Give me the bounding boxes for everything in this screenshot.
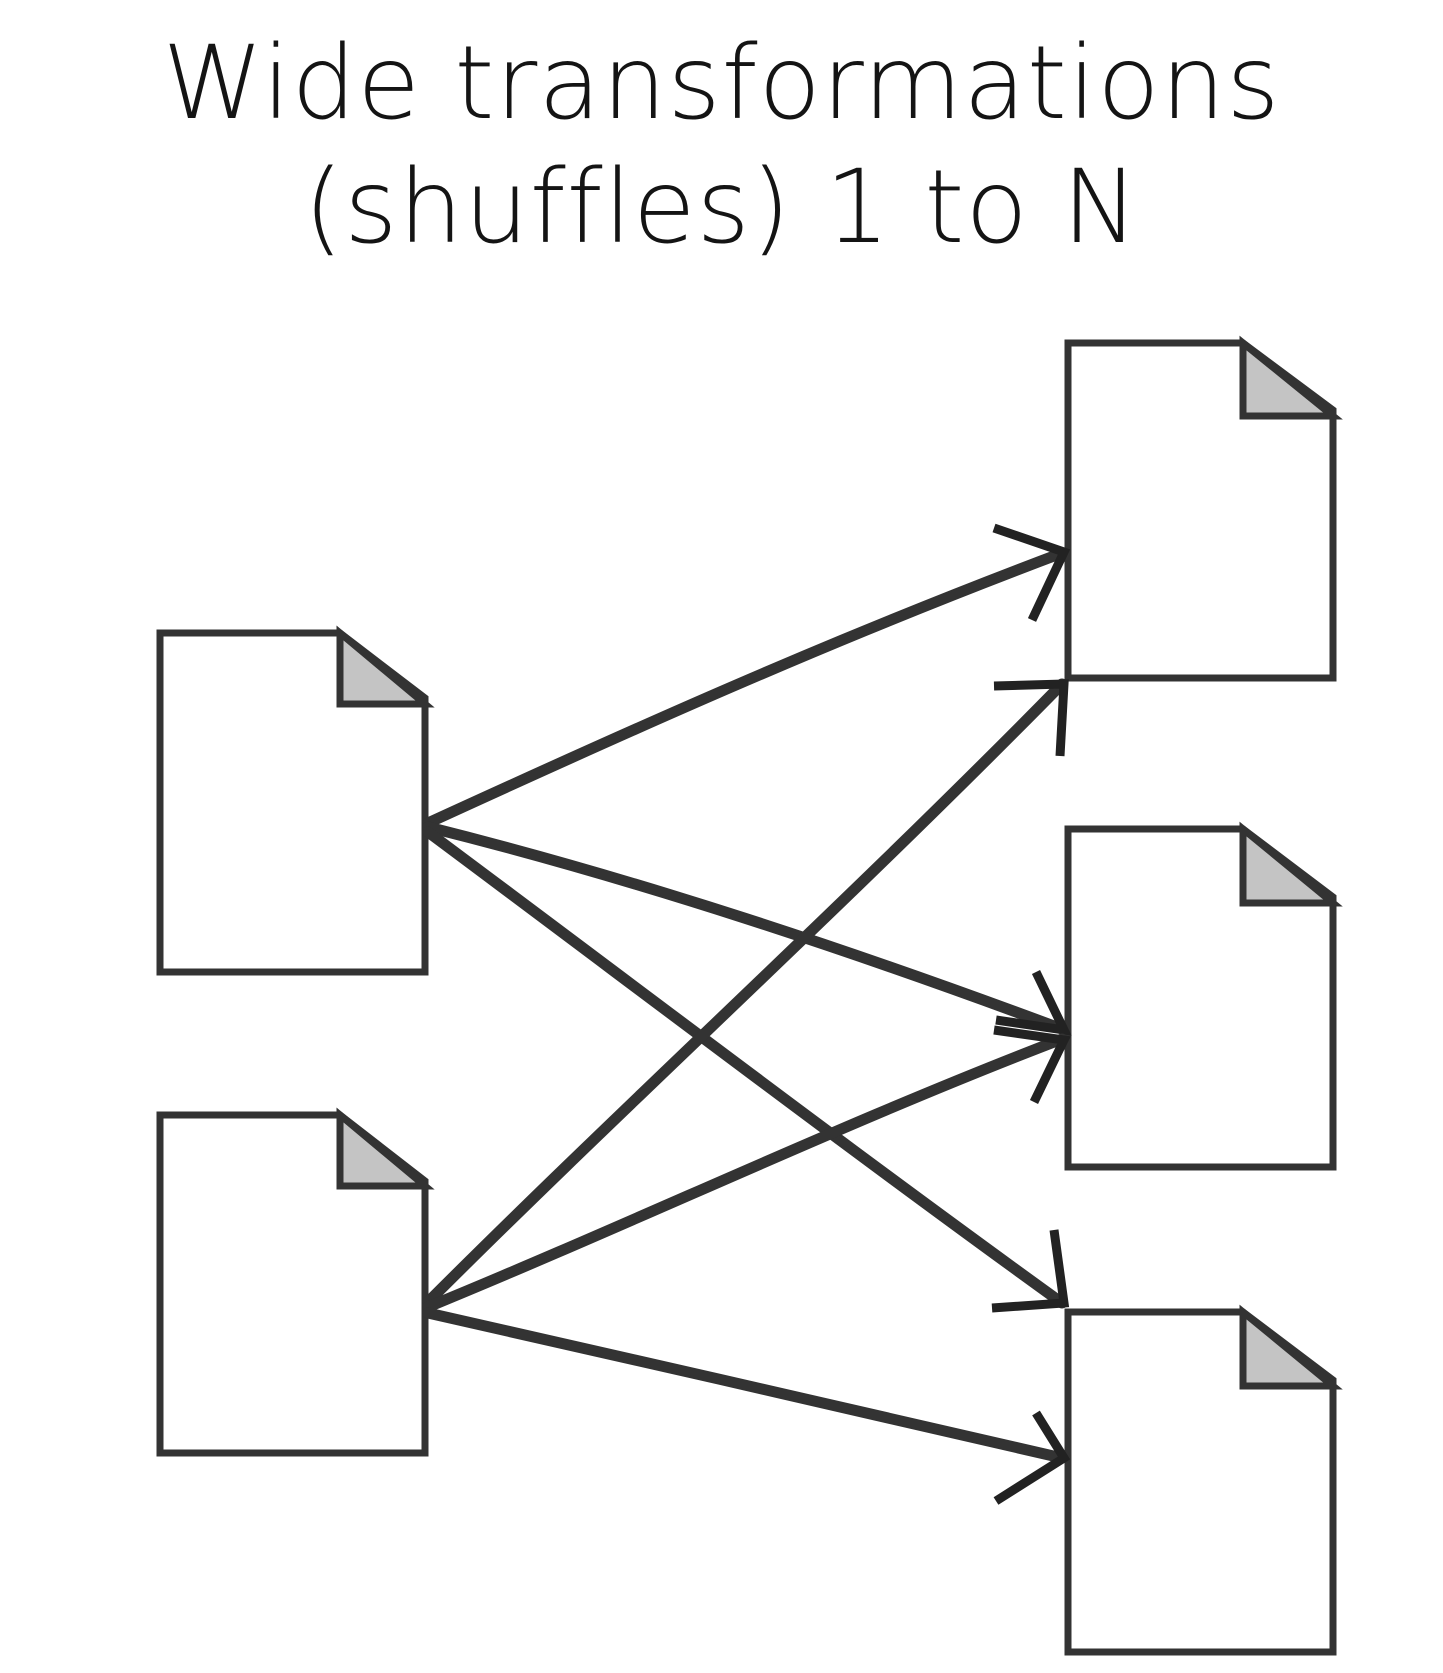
arrow-source2-to-target3 xyxy=(422,1307,1071,1505)
arrow-source1-to-target2 xyxy=(422,821,1072,1036)
target-partition-3 xyxy=(1064,1304,1343,1656)
title-line-2: (shuffles) 1 to N xyxy=(303,148,1140,267)
arrow-source2-to-target2 xyxy=(422,1025,1071,1313)
source-partition-1 xyxy=(156,625,435,976)
arrow-source2-to-target1 xyxy=(422,678,1069,1308)
diagram-title: Wide transformations (shuffles) 1 to N xyxy=(0,22,1443,270)
title-line-1: Wide transformations xyxy=(162,24,1281,143)
target-partition-1 xyxy=(1064,335,1343,682)
source-partition-2 xyxy=(156,1107,435,1457)
arrow-source1-to-target3 xyxy=(422,826,1070,1313)
arrow-source1-to-target1 xyxy=(422,523,1071,829)
target-partition-2 xyxy=(1064,821,1343,1171)
